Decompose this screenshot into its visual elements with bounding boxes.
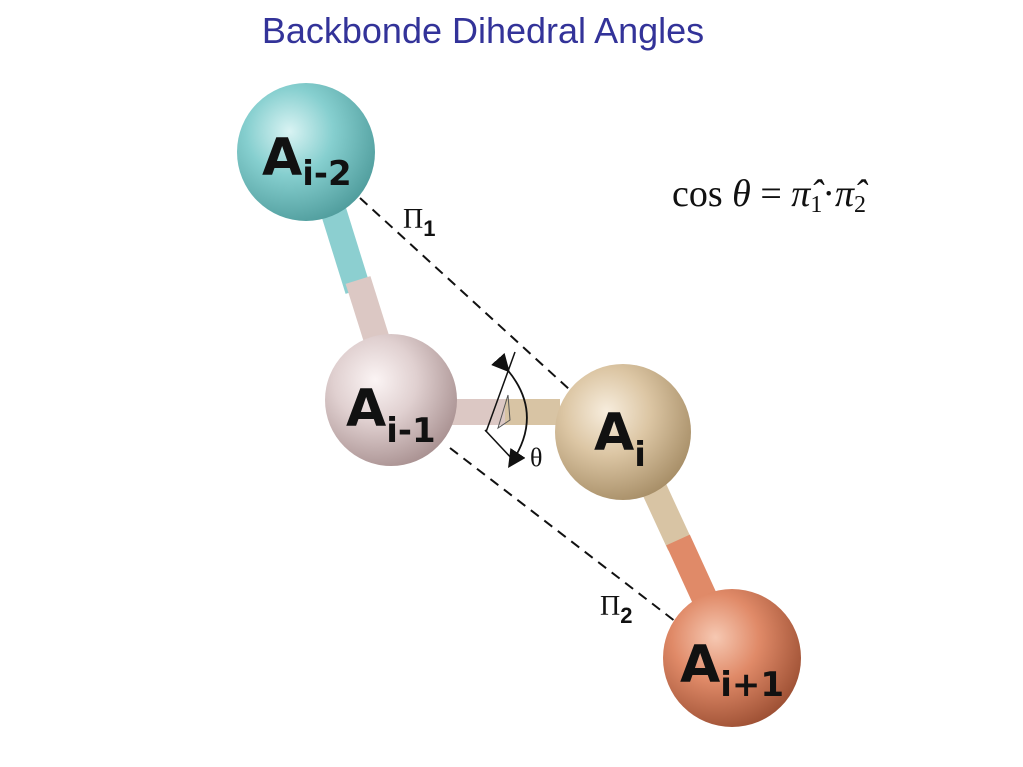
plane-1-symbol: Π bbox=[403, 204, 423, 235]
atom-a-i-plus-1: Ai+1 bbox=[663, 589, 801, 727]
atom-a-i-minus-2-sub: i-2 bbox=[302, 154, 351, 194]
formula-theta: θ bbox=[732, 173, 751, 215]
plane-2-symbol: Π bbox=[600, 591, 620, 622]
atom-a-i-plus-1-sub: i+1 bbox=[720, 665, 784, 705]
formula-sub-2: 2 bbox=[854, 192, 866, 218]
formula-dot: · bbox=[822, 173, 835, 215]
plane-1-subscript: 1 bbox=[423, 216, 435, 241]
formula-sub-1: 1 bbox=[810, 192, 822, 218]
plane-2-line bbox=[449, 447, 681, 626]
svg-text:Ai-1: Ai-1 bbox=[346, 379, 436, 451]
atom-a-i-minus-1: Ai-1 bbox=[325, 334, 457, 466]
atom-a-i-minus-1-sub: i-1 bbox=[386, 411, 435, 451]
atom-a-i-minus-1-base: A bbox=[346, 379, 386, 439]
plane-1-label: Π1 bbox=[403, 204, 435, 241]
theta-label: θ bbox=[530, 443, 542, 472]
formula-cos: cos bbox=[672, 173, 723, 215]
atom-a-i-plus-1-base: A bbox=[680, 635, 720, 695]
atom-a-i-minus-2: Ai-2 bbox=[237, 83, 375, 221]
dihedral-formula: cos θ = π̂1·π̂2 bbox=[672, 173, 869, 218]
svg-text:Ai+1: Ai+1 bbox=[680, 635, 784, 705]
plane-2-label: Π2 bbox=[600, 591, 632, 628]
plane-1-line bbox=[359, 197, 571, 391]
svg-text:Ai-2: Ai-2 bbox=[262, 128, 352, 194]
svg-text:Ai: Ai bbox=[594, 403, 646, 475]
atom-a-i-base: A bbox=[594, 403, 634, 463]
dihedral-angle-marker bbox=[484, 351, 528, 469]
bond-i-i1 bbox=[638, 474, 722, 616]
atom-a-i-minus-2-base: A bbox=[262, 128, 302, 188]
atom-a-i-sub: i bbox=[634, 435, 646, 475]
bond-i2-i1 bbox=[317, 196, 393, 354]
slide-title: Backbonde Dihedral Angles bbox=[261, 10, 705, 51]
plane-2-subscript: 2 bbox=[620, 603, 632, 628]
formula-equals: = bbox=[760, 173, 781, 215]
atom-a-i: Ai bbox=[555, 364, 691, 500]
